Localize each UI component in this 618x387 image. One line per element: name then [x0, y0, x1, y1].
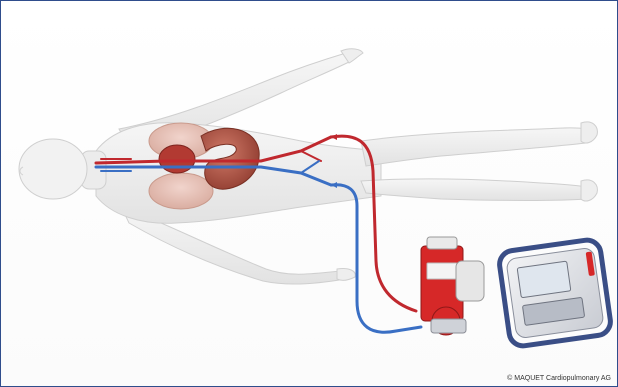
lower-hand [337, 268, 355, 280]
pump-base [431, 319, 466, 333]
copyright-credit: © MAQUET Cardiopulmonary AG [507, 375, 611, 382]
upper-foot [581, 122, 597, 143]
console-screen [517, 261, 571, 298]
head [19, 139, 87, 199]
heart [159, 145, 195, 173]
pump-oxygenator [421, 237, 484, 335]
lower-foot [581, 180, 597, 201]
arrow-art [331, 134, 337, 140]
lower-leg [361, 179, 586, 201]
upper-leg [361, 128, 586, 166]
ecmo-console [498, 238, 612, 347]
oxygenator-cap [427, 237, 457, 249]
lower-lung [149, 173, 213, 209]
oxygenator-label [427, 263, 457, 279]
pump-housing [456, 261, 484, 301]
